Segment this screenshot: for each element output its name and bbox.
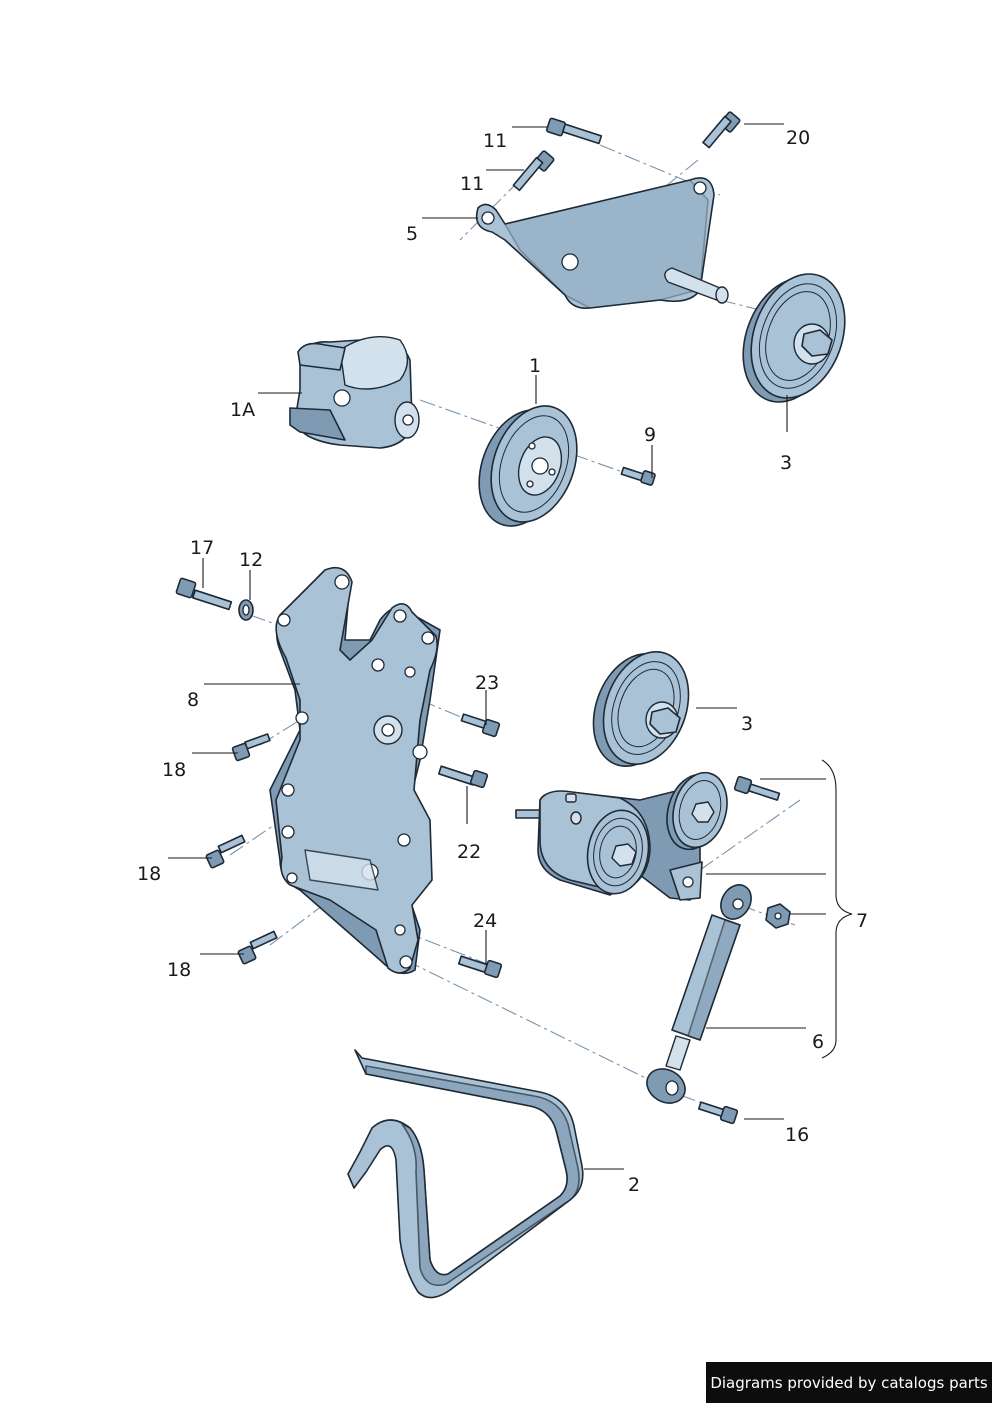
callout-17: 17 [190, 537, 214, 559]
bolt-17 [175, 577, 233, 611]
bolt-22 [437, 765, 489, 789]
bolt-11-top [545, 117, 603, 145]
belt-tensioner-part-7 [515, 771, 728, 901]
pulley-3-lower [592, 651, 690, 767]
callout-7: 7 [856, 910, 868, 932]
nut [765, 903, 791, 929]
bolt-tensioner-right [733, 775, 781, 801]
callout-23: 23 [475, 672, 499, 694]
bolt-18-middle [205, 834, 246, 869]
callout-9: 9 [644, 424, 656, 446]
callout-1A: 1A [230, 399, 255, 421]
bolt-16 [697, 1101, 739, 1125]
callout-6: 6 [812, 1031, 824, 1053]
bolt-18-lower [237, 930, 278, 965]
attribution-footer: Diagrams provided by catalogs parts [706, 1362, 992, 1403]
callout-8: 8 [187, 689, 199, 711]
bolt-11-second [512, 150, 555, 192]
callout-1: 1 [529, 355, 541, 377]
attribution-text: Diagrams provided by catalogs parts [710, 1373, 988, 1392]
callout-3-lower: 3 [741, 713, 753, 735]
bolt-23 [460, 713, 501, 738]
callout-16: 16 [785, 1124, 809, 1146]
callout-22: 22 [457, 841, 481, 863]
callout-5: 5 [406, 223, 418, 245]
mounting-bracket-part-8 [269, 566, 441, 975]
callout-3-upper: 3 [780, 452, 792, 474]
callout-12: 12 [239, 549, 263, 571]
pulley-3-upper [742, 273, 846, 403]
callout-2: 2 [628, 1174, 640, 1196]
pulley-1 [478, 405, 578, 527]
callout-18-upper: 18 [162, 759, 186, 781]
leader-lines [168, 123, 853, 1170]
bolt-9 [620, 466, 656, 486]
callout-11-second: 11 [460, 173, 484, 195]
washer-12 [238, 599, 254, 621]
idler-bracket-part-5 [475, 177, 729, 310]
bolt-18-upper [231, 733, 271, 762]
bolts [175, 111, 791, 1125]
damper-part-6 [646, 884, 752, 1104]
ribbed-belt-part-2 [347, 1049, 584, 1299]
bolt-20 [702, 111, 741, 149]
callout-11-top: 11 [483, 130, 507, 152]
power-steering-pump-1A [289, 335, 420, 449]
callout-18-middle: 18 [137, 863, 161, 885]
callout-18-lower: 18 [167, 959, 191, 981]
bolt-24 [457, 955, 503, 979]
callout-20: 20 [786, 127, 810, 149]
callout-labels: 11 20 11 5 1 1A 9 3 17 12 8 23 3 18 22 1… [137, 127, 868, 1196]
callout-24: 24 [473, 910, 497, 932]
